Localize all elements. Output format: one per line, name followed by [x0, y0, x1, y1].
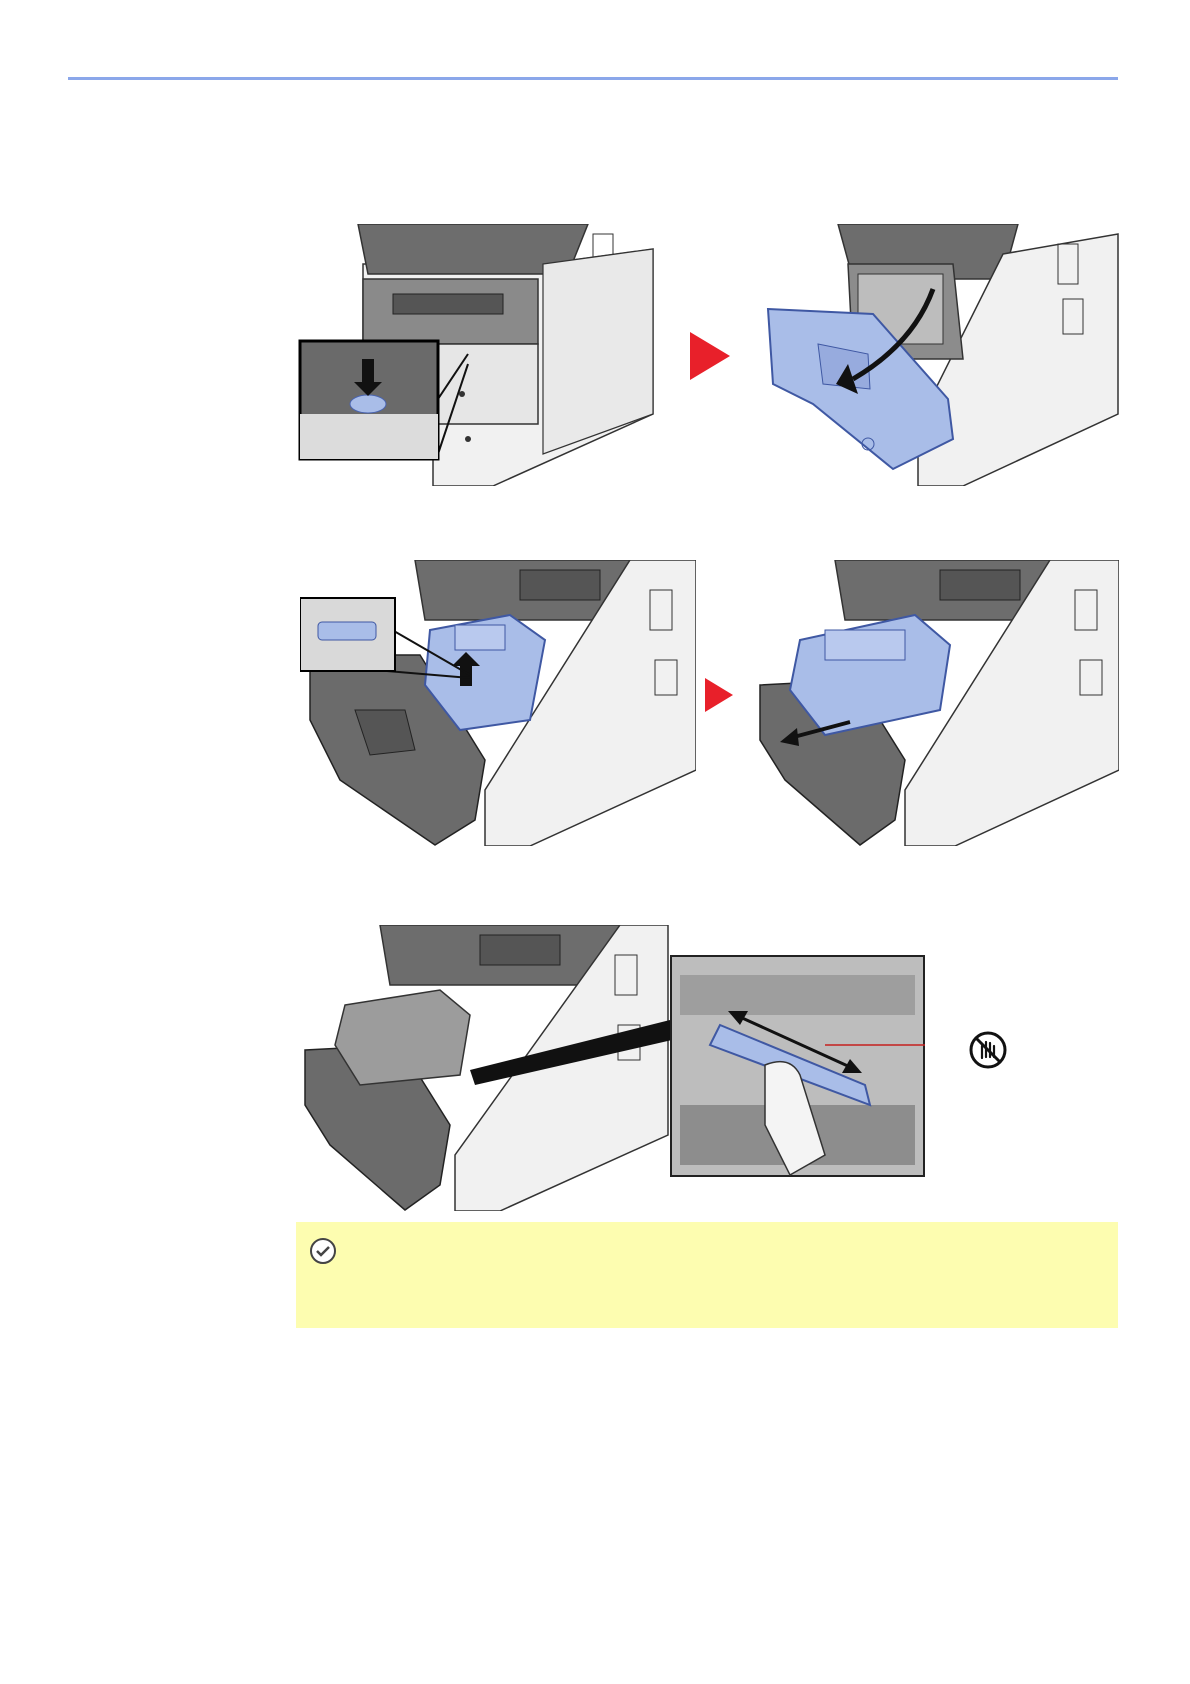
- next-step-arrow-2: [705, 678, 733, 717]
- toner-remove-figure: [755, 560, 1119, 846]
- toner-unlock-figure: [300, 560, 696, 846]
- no-touch-icon: [968, 1030, 1008, 1070]
- charger-clean-figure: [300, 925, 680, 1211]
- header-rule: [68, 77, 1118, 80]
- check-circle-icon: [308, 1236, 338, 1271]
- printer-open-cover-figure: [758, 224, 1120, 486]
- next-step-arrow: [690, 332, 730, 385]
- note-box: [296, 1222, 1118, 1328]
- printer-button-press-figure: [298, 224, 658, 486]
- charger-detail-inset: [670, 955, 925, 1177]
